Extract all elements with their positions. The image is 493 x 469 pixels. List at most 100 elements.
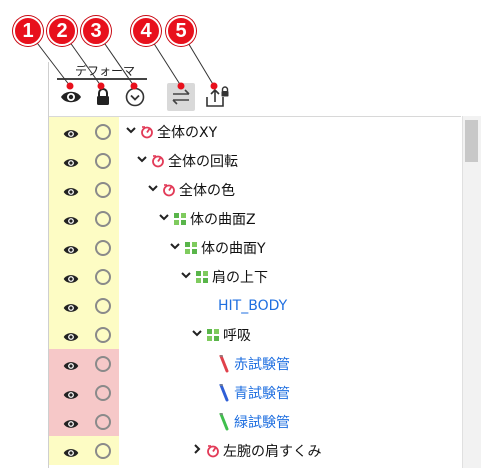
tree-node[interactable]: 全体の色 [147, 175, 235, 204]
tree-node-label: 左腕の肩すくみ [223, 443, 322, 460]
row-eye-icon[interactable] [63, 299, 79, 318]
warp-deformer-icon [173, 212, 187, 226]
chevron-down-icon[interactable] [169, 240, 181, 256]
tree-row[interactable]: 体の曲面Y [49, 233, 461, 262]
tree-node-label: 緑試験管 [234, 414, 290, 431]
row-toggle-cells [49, 378, 119, 407]
lock-toggle-button[interactable] [89, 83, 117, 111]
warp-deformer-icon [184, 241, 198, 255]
chevron-down-icon[interactable] [147, 182, 159, 198]
tree-row[interactable]: 赤試験管 [49, 349, 461, 378]
tree-node-label: HIT_BODY [218, 297, 288, 314]
tree-node[interactable]: 全体のXY [125, 117, 217, 146]
vertical-scrollbar[interactable] [462, 116, 481, 468]
row-select-circle-icon[interactable] [95, 385, 111, 401]
tree-row[interactable]: 体の曲面Z [49, 204, 461, 233]
swap-icon [172, 89, 190, 105]
deformer-panel: デフォーマ [48, 62, 493, 468]
tree-node[interactable]: 赤試験管 [202, 349, 290, 378]
row-select-circle-icon[interactable] [95, 211, 111, 227]
row-toggle-cells [49, 291, 119, 320]
row-toggle-cells [49, 175, 119, 204]
rotation-deformer-icon [151, 154, 165, 168]
tree-row[interactable]: 肩の上下 [49, 262, 461, 291]
warp-deformer-icon [206, 328, 220, 342]
tree-row[interactable]: 全体のXY [49, 117, 461, 146]
callout-badge-5: 5 [166, 16, 196, 46]
row-toggle-cells [49, 320, 119, 349]
row-toggle-cells [49, 146, 119, 175]
tree-node[interactable]: 緑試験管 [202, 407, 290, 436]
row-eye-icon[interactable] [63, 183, 79, 202]
row-select-circle-icon[interactable] [95, 124, 111, 140]
row-select-circle-icon[interactable] [95, 443, 111, 459]
tree-row[interactable]: 全体の回転 [49, 146, 461, 175]
toolbar [49, 80, 493, 114]
row-select-circle-icon[interactable] [95, 182, 111, 198]
row-eye-icon[interactable] [63, 357, 79, 376]
tree-row[interactable]: 緑試験管 [49, 407, 461, 436]
eye-icon [61, 91, 81, 103]
tree-row[interactable]: 左腕の肩すくみ [49, 436, 461, 465]
row-eye-icon[interactable] [63, 241, 79, 260]
chevron-down-icon[interactable] [191, 327, 203, 343]
tree-node[interactable]: 体の曲面Z [158, 204, 256, 233]
tree-node[interactable]: HIT_BODY [191, 291, 287, 320]
chevron-down-icon[interactable] [180, 269, 192, 285]
chevron-right-icon[interactable] [191, 443, 203, 459]
row-eye-icon[interactable] [63, 125, 79, 144]
panel-tab-deformer[interactable]: デフォーマ [75, 64, 136, 78]
row-toggle-cells [49, 262, 119, 291]
select-toggle-button[interactable] [121, 83, 149, 111]
visibility-toggle-button[interactable] [57, 83, 85, 111]
row-eye-icon[interactable] [63, 212, 79, 231]
tree-node[interactable]: 体の曲面Y [169, 233, 266, 262]
tree-node[interactable]: 呼吸 [191, 320, 251, 349]
chevron-down-icon[interactable] [125, 124, 137, 140]
tree-node-label: 全体の色 [179, 182, 235, 199]
row-eye-icon[interactable] [63, 415, 79, 434]
tree-node[interactable]: 肩の上下 [180, 262, 268, 291]
scrollbar-thumb[interactable] [465, 120, 478, 162]
rotation-deformer-icon [140, 125, 154, 139]
row-select-circle-icon[interactable] [95, 356, 111, 372]
tree-node-label: 肩の上下 [212, 269, 268, 286]
chevron-down-icon[interactable] [136, 153, 148, 169]
tree-node-label: 全体のXY [157, 124, 218, 141]
tree-node-label: 全体の回転 [168, 153, 238, 170]
row-eye-icon[interactable] [63, 270, 79, 289]
chevron-down-icon[interactable] [158, 211, 170, 227]
row-toggle-cells [49, 117, 119, 146]
row-select-circle-icon[interactable] [95, 269, 111, 285]
tree-row[interactable]: HIT_BODY [49, 291, 461, 320]
tree-node[interactable]: 青試験管 [202, 378, 290, 407]
tree-node-label: 体の曲面Y [201, 240, 266, 257]
row-eye-icon[interactable] [63, 328, 79, 347]
export-lock-button[interactable] [203, 83, 231, 111]
rotation-deformer-icon [162, 183, 176, 197]
row-eye-icon[interactable] [63, 154, 79, 173]
swap-button[interactable] [167, 83, 195, 111]
tree-node-label: 体の曲面Z [190, 211, 256, 228]
row-select-circle-icon[interactable] [95, 153, 111, 169]
tree-row[interactable]: 青試験管 [49, 378, 461, 407]
tree-node[interactable]: 全体の回転 [136, 146, 238, 175]
row-toggle-cells [49, 349, 119, 378]
row-select-circle-icon[interactable] [95, 298, 111, 314]
row-select-circle-icon[interactable] [95, 414, 111, 430]
rotation-deformer-icon [206, 444, 220, 458]
lock-export-icon [206, 86, 229, 107]
tree-node-label: 赤試験管 [234, 356, 290, 373]
tree-row[interactable]: 全体の色 [49, 175, 461, 204]
tree-node[interactable]: 左腕の肩すくみ [191, 436, 322, 465]
deformer-tree: 全体のXY 全体の回転全体の色体の曲面Z 体の曲面Y 肩の上下 HIT_BODY 呼吸赤試… [49, 116, 461, 469]
warp-deformer-icon [195, 270, 209, 284]
row-toggle-cells [49, 204, 119, 233]
row-select-circle-icon[interactable] [95, 327, 111, 343]
row-eye-icon[interactable] [63, 444, 79, 463]
green-tube-icon [217, 412, 231, 431]
row-select-circle-icon[interactable] [95, 240, 111, 256]
tree-row[interactable]: 呼吸 [49, 320, 461, 349]
row-eye-icon[interactable] [63, 386, 79, 405]
callout-badge-4: 4 [131, 16, 161, 46]
